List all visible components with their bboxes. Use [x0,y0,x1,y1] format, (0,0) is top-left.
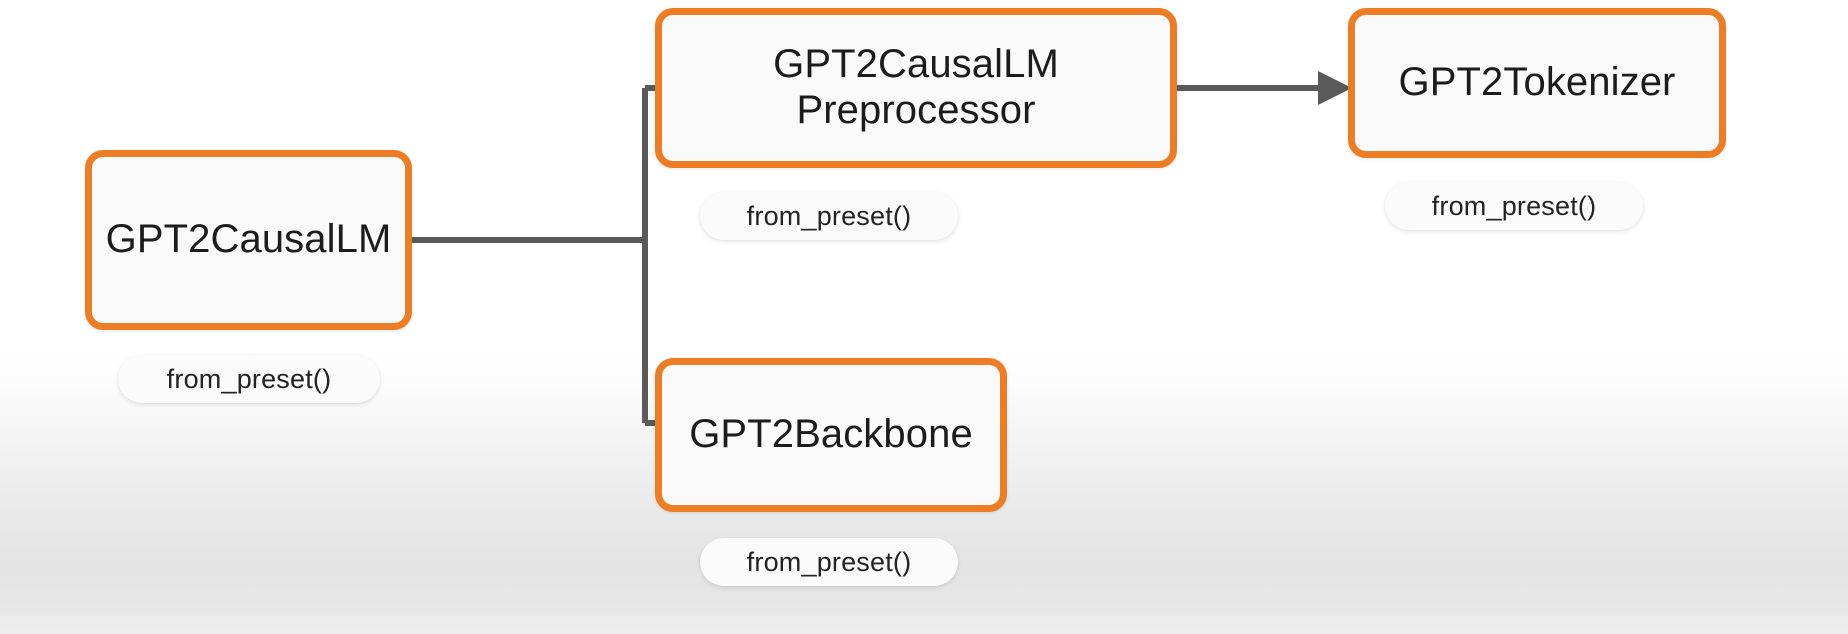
node-gpt2backbone[interactable]: GPT2Backbone [655,358,1007,512]
method-label: from_preset() [746,546,912,577]
method-label: from_preset() [746,200,912,231]
node-gpt2tokenizer[interactable]: GPT2Tokenizer [1348,8,1726,158]
method-label: from_preset() [1431,190,1597,221]
method-pill-gpt2tokenizer[interactable]: from_preset() [1385,182,1643,230]
node-label: GPT2Tokenizer [1398,60,1676,105]
arrowhead-icon [1318,71,1352,105]
method-pill-gpt2backbone[interactable]: from_preset() [700,538,958,586]
node-gpt2causallm[interactable]: GPT2CausalLM [85,150,412,330]
method-label: from_preset() [166,363,332,394]
method-pill-gpt2causallm[interactable]: from_preset() [118,355,380,403]
node-label: GPT2CausalLM Preprocessor [773,42,1059,132]
node-gpt2causallmpreprocessor[interactable]: GPT2CausalLM Preprocessor [655,8,1177,168]
node-label: GPT2CausalLM [105,217,392,262]
method-pill-gpt2causallmpreprocessor[interactable]: from_preset() [700,192,958,240]
node-label: GPT2Backbone [689,412,973,457]
